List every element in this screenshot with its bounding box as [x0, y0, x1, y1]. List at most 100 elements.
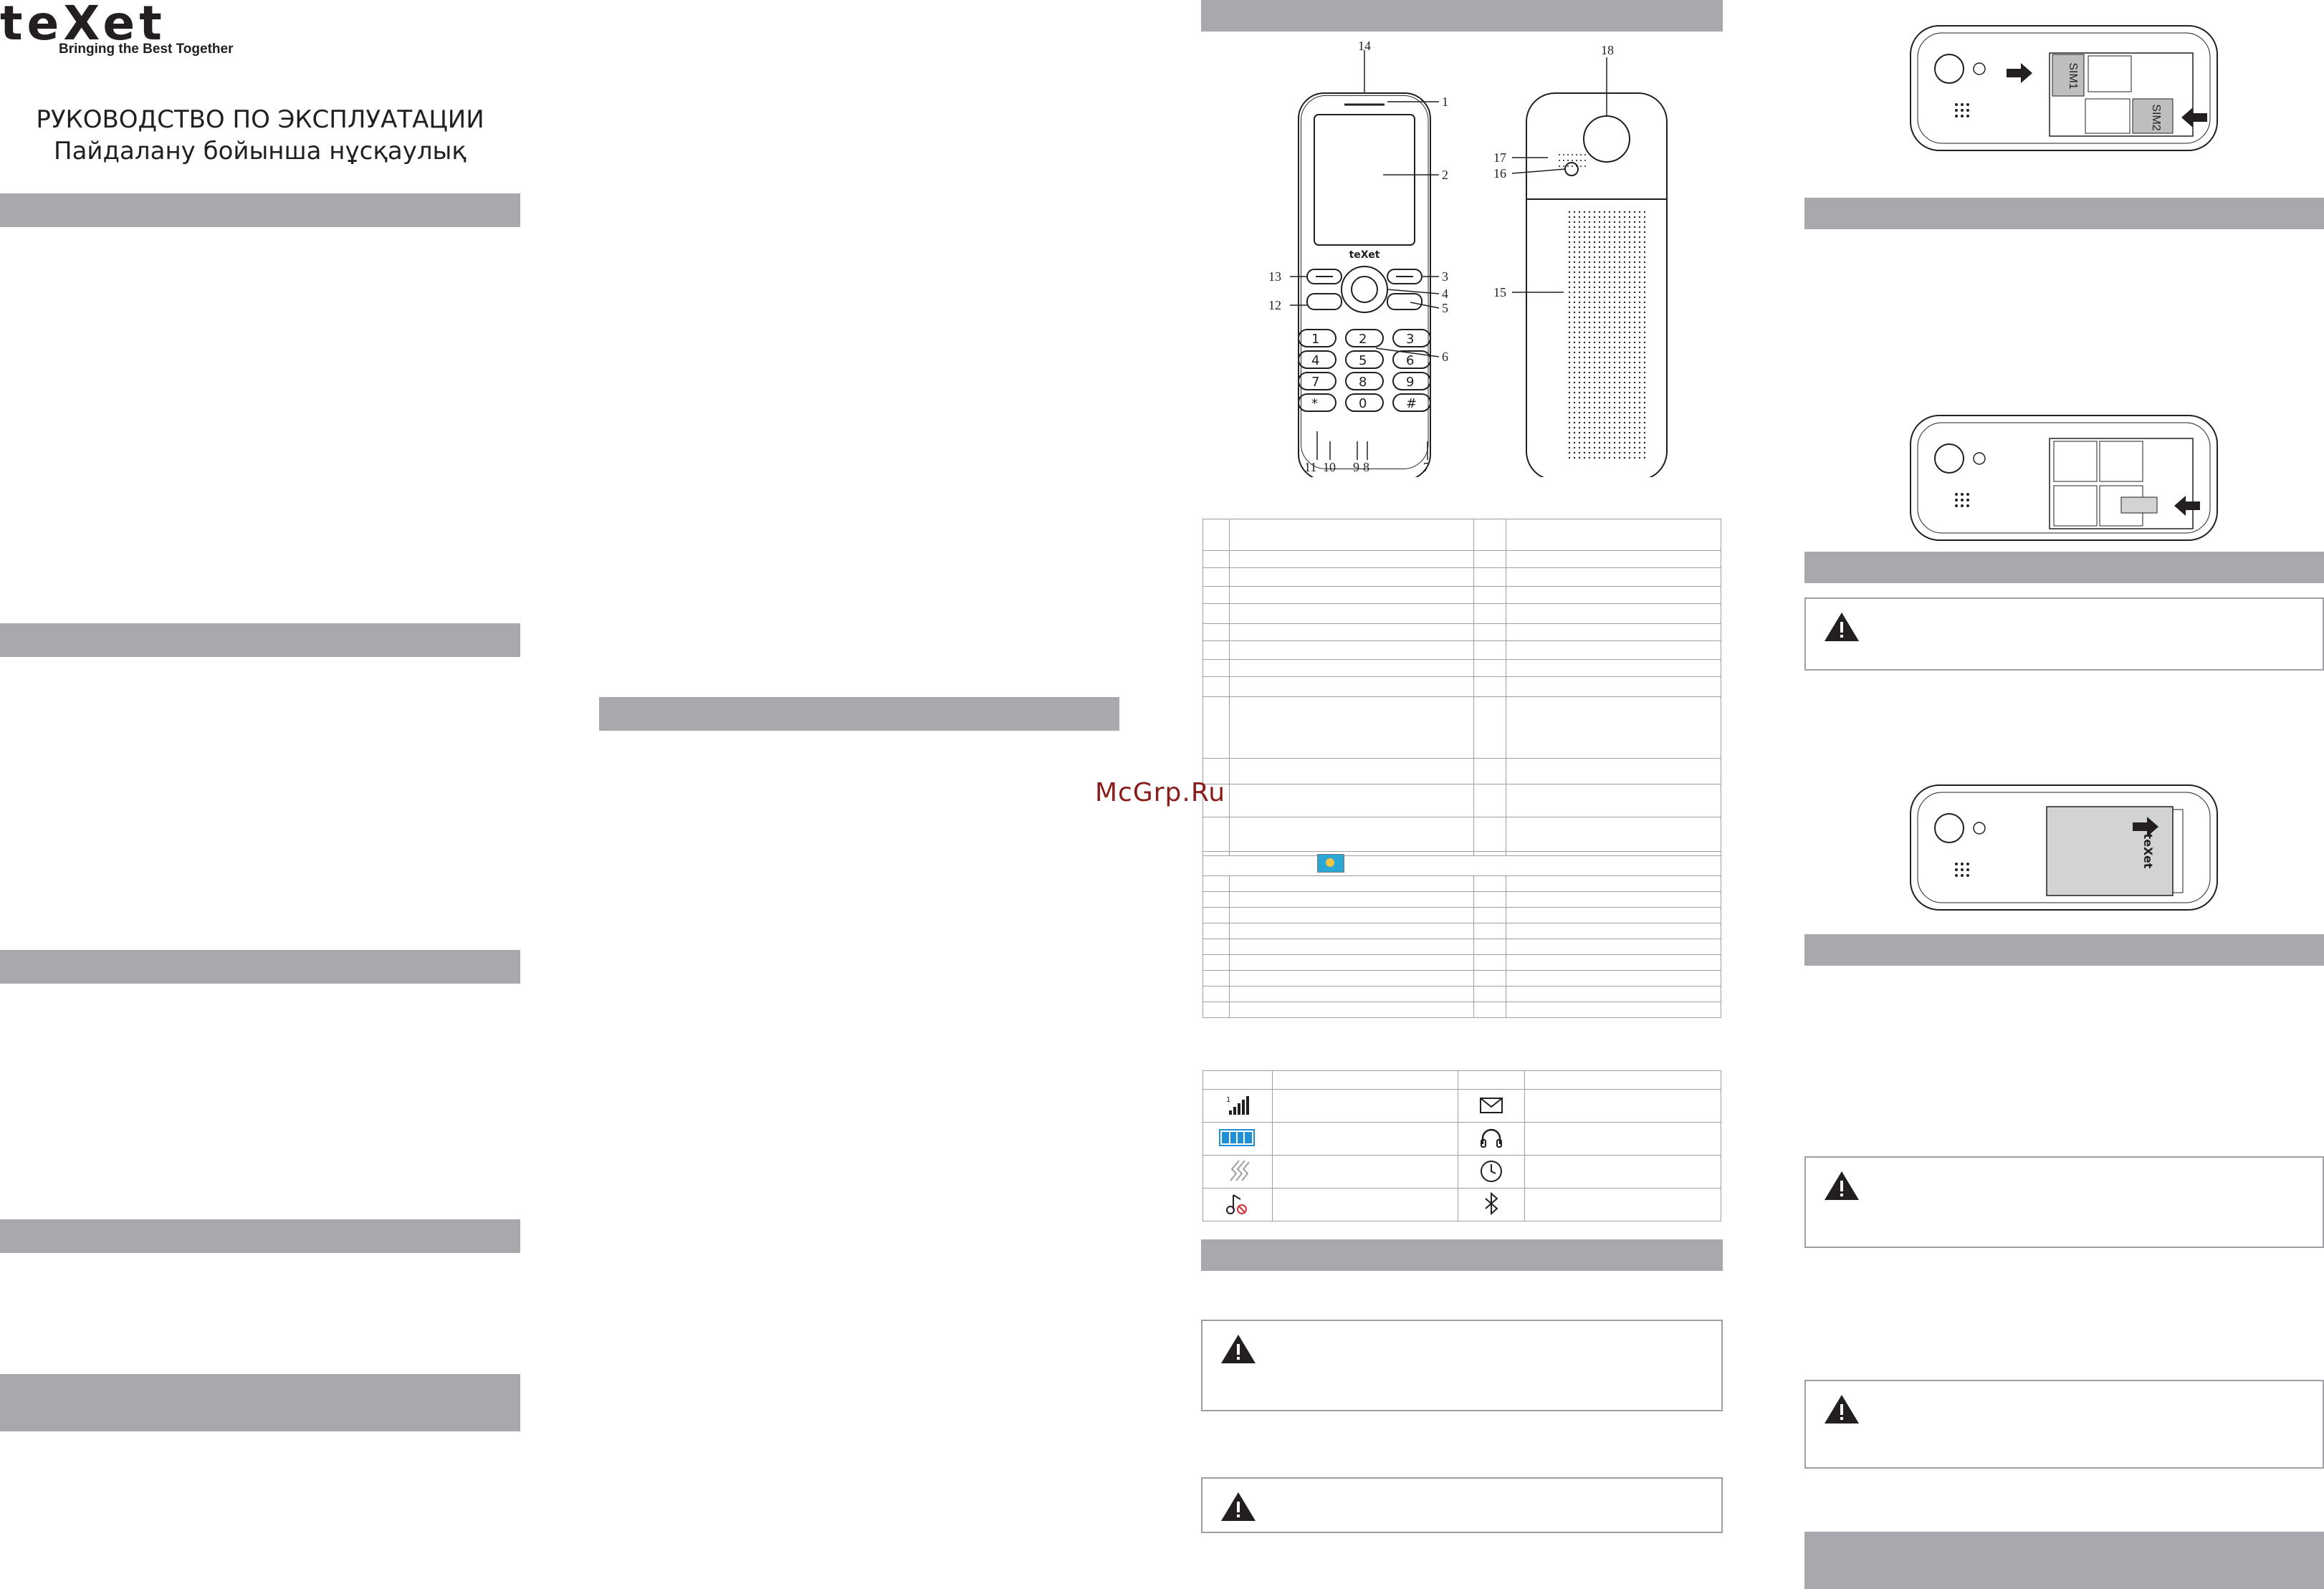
keypad-key: [1298, 393, 1336, 412]
keypad-key: [1392, 329, 1431, 347]
table-row: [1202, 970, 1721, 986]
diagram-callout-label: 15: [1493, 285, 1506, 299]
diagram-callout-label: 9: [1353, 460, 1359, 474]
arrow-left-icon: [2181, 107, 2207, 128]
language-table: [1202, 851, 1721, 1018]
warning-box: [1804, 1156, 2324, 1248]
table-row: [1202, 603, 1721, 624]
sim2-label: SIM2: [2150, 104, 2162, 130]
warning-box: [1804, 1380, 2324, 1469]
keypad-key-label: 5: [1359, 353, 1367, 368]
keypad-key: [1392, 393, 1431, 412]
diagram-callout-label: 12: [1268, 298, 1281, 312]
arrow-right-icon: [2133, 817, 2158, 837]
table-row: [1202, 923, 1721, 939]
keypad-key-label: *: [1311, 396, 1318, 411]
envelope-icon: [1480, 1097, 1503, 1113]
keypad-key: [1392, 372, 1431, 390]
table-row: [1202, 567, 1721, 587]
keys-table: [1202, 519, 1721, 856]
keypad-key-label: 7: [1311, 375, 1319, 390]
diagram-callout-label: 17: [1493, 150, 1506, 165]
diagram-callout-label: 3: [1442, 269, 1448, 284]
keypad-key-label: 4: [1311, 353, 1319, 368]
section-bar: [0, 193, 520, 227]
warning-icon: [1221, 1492, 1256, 1521]
warning-box: [1201, 1320, 1723, 1411]
keypad-key-label: 0: [1359, 396, 1367, 411]
battery-logo: teXet: [2141, 834, 2155, 869]
keypad-key-label: 1: [1311, 332, 1319, 347]
diagram-callout-label: 7: [1423, 460, 1430, 474]
section-bar: [0, 623, 520, 657]
table-row: [1202, 758, 1721, 784]
warning-icon: [1221, 1335, 1256, 1363]
diagram-callout-label: 8: [1363, 460, 1369, 474]
table-row: [1202, 623, 1721, 641]
title-ru: РУКОВОДСТВО ПО ЭКСПЛУАТАЦИИ: [36, 105, 484, 134]
table-row: [1202, 851, 1721, 876]
table-row: [1202, 875, 1721, 892]
bluetooth-icon: [1485, 1191, 1498, 1215]
table-row: [1202, 891, 1721, 908]
keypad-key: [1298, 329, 1336, 347]
section-bar: [0, 950, 520, 984]
alarm-clock-icon: [1481, 1160, 1502, 1182]
vibration-icon: [1230, 1159, 1250, 1181]
section-bar: [1804, 198, 2324, 229]
arrow-right-icon: [2007, 63, 2032, 83]
section-bar: [0, 1374, 520, 1431]
brand-logo: teXet: [0, 0, 166, 51]
arrow-left-icon: [2174, 496, 2200, 516]
diagram-callout-label: 11: [1304, 460, 1316, 474]
table-row: [1202, 696, 1721, 759]
table-row: [1202, 784, 1721, 817]
battery-install-illustration: teXet: [1910, 784, 2218, 911]
section-bar: [1804, 552, 2324, 583]
diagram-callout-label: 5: [1442, 301, 1448, 315]
table-row: [1202, 550, 1721, 568]
diagram-callout-label: 14: [1358, 40, 1371, 53]
svg-text:1: 1: [1226, 1096, 1230, 1104]
keypad-key-label: 2: [1359, 332, 1367, 347]
brand-tagline: Bringing the Best Together: [59, 42, 234, 57]
keypad-key-label: 6: [1406, 353, 1414, 368]
diagram-callout-label: 13: [1268, 269, 1281, 284]
table-row: [1202, 640, 1721, 660]
table-row: [1202, 1002, 1721, 1018]
section-bar: [1804, 1532, 2324, 1589]
table-row: [1202, 907, 1721, 923]
table-row: [1202, 817, 1721, 856]
silent-mode-icon: [1226, 1194, 1247, 1214]
keypad-key: [1298, 372, 1336, 390]
warning-icon: [1825, 613, 1859, 641]
keypad-key-label: 8: [1359, 375, 1367, 390]
table-row: [1202, 659, 1721, 677]
warning-box: [1804, 597, 2324, 671]
keypad-key: [1345, 329, 1384, 347]
diagram-callout-label: 18: [1601, 43, 1614, 57]
table-row: [1202, 954, 1721, 971]
table-row: [1202, 986, 1721, 1002]
diagram-callout-label: 6: [1442, 350, 1448, 364]
table-row: [1202, 676, 1721, 697]
watermark: McGrp.Ru: [1095, 778, 1226, 807]
diagram-callout-label: 16: [1493, 166, 1506, 181]
memory-card-illustration: [1910, 415, 2218, 541]
keypad-key: [1345, 350, 1384, 369]
keypad-key: [1345, 372, 1384, 390]
diagram-callout-label: 2: [1442, 168, 1448, 182]
signal-icon: 1: [1226, 1095, 1249, 1115]
status-icons-table: 1: [1202, 1070, 1721, 1221]
section-bar: [599, 697, 1119, 731]
section-bar: [1201, 1239, 1723, 1271]
keypad-key: [1392, 350, 1431, 369]
keypad-key-label: #: [1406, 396, 1417, 411]
warning-icon: [1825, 1171, 1859, 1200]
keypad-key-label: 3: [1406, 332, 1414, 347]
battery-icon: [1219, 1128, 1255, 1146]
sim1-label: SIM1: [2067, 62, 2079, 89]
section-bar: [0, 1219, 520, 1253]
